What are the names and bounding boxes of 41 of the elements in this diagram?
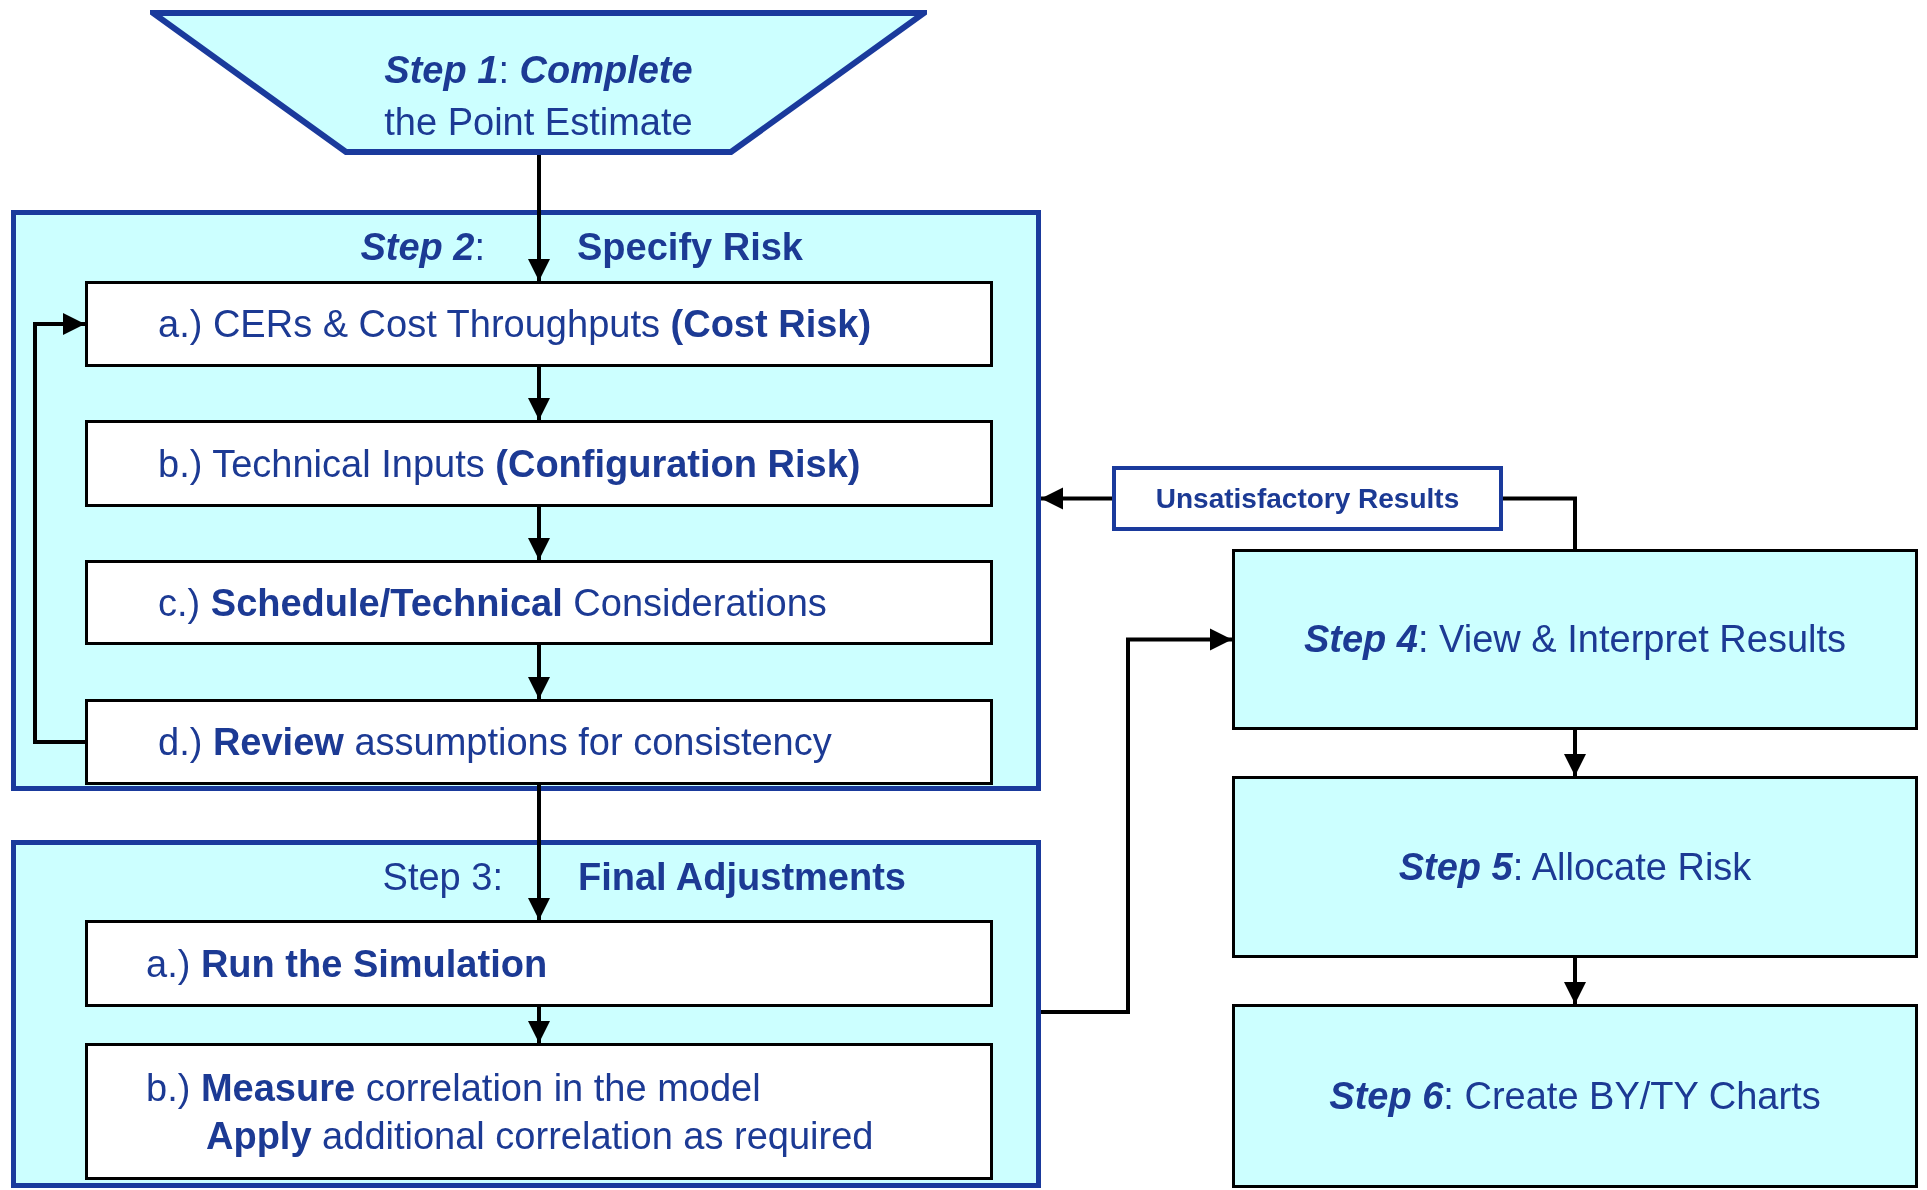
step-text: d.) Review assumptions for consistency (157, 720, 833, 765)
step-panel (11, 210, 1041, 791)
feedback-box (1112, 466, 1503, 531)
panel-heading: Step 3: (382, 856, 503, 899)
arrow (1041, 628, 1232, 1014)
arrow (1564, 730, 1586, 776)
arrow (528, 785, 550, 920)
step-title: Step 6: Create BY/TY Charts (1329, 1074, 1821, 1118)
connector-line (1503, 496, 1577, 549)
step-text: a.) Run the Simulation (145, 941, 549, 987)
step-title: the Point Estimate (384, 100, 693, 145)
step-title: Step 1: Complete (384, 48, 693, 93)
step-text: b.) Measure correlation in the model (145, 1065, 762, 1111)
process-box (85, 699, 993, 785)
step-box (1232, 776, 1918, 958)
arrow (1564, 958, 1586, 1004)
step-text: b.) Technical Inputs (Configuration Risk) (157, 441, 862, 487)
process-box (85, 920, 993, 1007)
step-box (1232, 549, 1918, 730)
process-box (85, 1043, 993, 1180)
panel-heading: Final Adjustments (578, 856, 906, 899)
arrow (528, 367, 550, 420)
arrow (33, 313, 85, 744)
arrow (1041, 487, 1112, 510)
step-text: c.) Schedule/Technical Considerations (157, 580, 828, 626)
step-title: Step 5: Allocate Risk (1398, 845, 1752, 889)
step-text: Apply additional correlation as required (205, 1113, 875, 1159)
process-box (85, 560, 993, 645)
step-box (1232, 1004, 1918, 1188)
step-text: a.) CERs & Cost Throughputs (Cost Risk) (157, 302, 873, 347)
arrow (528, 645, 550, 699)
arrow (528, 1007, 550, 1043)
feedback-label: Unsatisfactory Results (1155, 482, 1460, 515)
process-box (85, 281, 993, 367)
panel-heading: Step 2: (360, 226, 485, 269)
arrow (528, 507, 550, 560)
arrow (528, 155, 550, 281)
process-box (85, 420, 993, 507)
step-panel (11, 840, 1041, 1188)
panel-heading: Specify Risk (577, 226, 803, 269)
step-title: Step 4: View & Interpret Results (1303, 618, 1847, 661)
